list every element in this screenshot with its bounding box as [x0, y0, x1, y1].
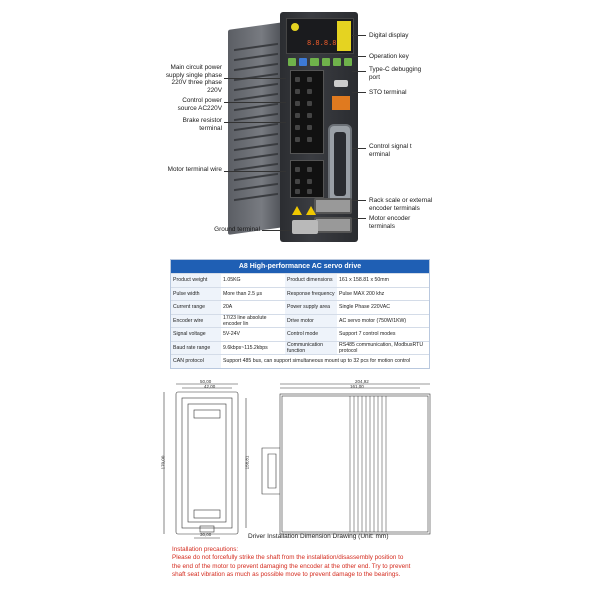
- main-circuit-terminal-block: [290, 70, 324, 154]
- precautions-line: Please do not forcefully strike the shaf…: [172, 554, 404, 562]
- product-photo: 8.8.8.8 Digital display Op: [0, 0, 600, 255]
- display-digits: 8.8.8.8: [307, 39, 337, 47]
- spec-value: Support 485 bus, can support simultaneou…: [223, 358, 411, 365]
- operation-keys: [288, 58, 353, 68]
- dimension-drawings: [163, 383, 431, 539]
- servo-drive-image: 8.8.8.8: [228, 12, 358, 242]
- external-encoder-port: [314, 198, 352, 214]
- installation-precautions: Installation precautions: Please do not …: [172, 546, 432, 580]
- spec-table: A8 High-performance AC servo drive Produ…: [170, 259, 430, 369]
- spec-label: Control mode: [285, 328, 337, 341]
- callout-control-power: Control power source AC220V: [177, 97, 222, 112]
- callout-sto: STO terminal: [369, 89, 407, 96]
- callout-motor-terminal: Motor terminal wire: [167, 166, 222, 173]
- spec-value: 17/23 line absolute encoder lin: [223, 314, 267, 327]
- spec-label: Encoder wire: [171, 314, 221, 327]
- spec-value: More than 2.5 μs: [223, 290, 263, 297]
- spec-row-can: CAN protocol Support 485 bus, can suppor…: [171, 354, 429, 368]
- control-signal-connector: [328, 124, 352, 204]
- spec-label: Baud rate range: [171, 341, 221, 354]
- dim-side-inner: 161,00: [350, 384, 364, 389]
- callout-ground: Ground terminal: [214, 226, 260, 233]
- callout-type-c: Type-C debugging port: [369, 66, 422, 81]
- callout-operation-key: Operation key: [369, 53, 409, 60]
- dim-front-bottom: 30,00: [200, 532, 212, 537]
- spec-value: 20A: [223, 304, 233, 311]
- heatsink-fins: [349, 396, 387, 532]
- hot-surface-icon: [306, 206, 316, 215]
- spec-value: 5V-24V: [223, 331, 241, 338]
- spec-value: 161 x 158.81 x 50mm: [339, 277, 389, 284]
- type-c-port: [334, 80, 348, 87]
- spec-label: Signal voltage: [171, 328, 221, 341]
- dim-front-inner-height: 158,81: [244, 455, 250, 470]
- spec-label: CAN protocol: [171, 355, 221, 368]
- callout-brake-resistor: Brake resistor terminal: [182, 117, 222, 132]
- sto-terminal: [332, 96, 350, 110]
- precautions-line: the end of the motor to prevent damaging…: [172, 562, 411, 570]
- precautions-heading: Installation precautions:: [172, 546, 239, 553]
- front-view-drawing: [163, 383, 247, 539]
- spec-label: Power supply area: [285, 301, 337, 314]
- drawing-caption: Driver Installation Dimension Drawing (U…: [248, 533, 389, 540]
- callout-motor-encoder: Motor encoder terminals: [369, 215, 411, 230]
- spec-title: A8 High-performance AC servo drive: [171, 260, 429, 273]
- spec-label: Product weight: [171, 274, 221, 287]
- spec-value: AC servo motor (750W/1KW): [339, 317, 407, 324]
- spec-label: Response frequency: [285, 287, 337, 300]
- spec-label: Current range: [171, 301, 221, 314]
- dim-side-width: 204,92: [355, 379, 369, 384]
- display-yellow-strip: [337, 21, 351, 51]
- precautions-line: shaft seat vibration as much as possible…: [172, 571, 401, 579]
- brand-logo-icon: [291, 23, 299, 31]
- spec-label: Product dimensions: [285, 274, 337, 287]
- dim-front-width: 50,00: [200, 379, 212, 384]
- spec-value: Single Phase 220VAC: [339, 304, 390, 311]
- spec-value: RS485 communication, ModbusRTU protocol: [339, 341, 424, 354]
- spec-value: 9.6kbps~115.2kbps: [223, 344, 268, 351]
- spec-label: Communication function: [285, 341, 337, 354]
- drive-side-panel: [228, 22, 284, 235]
- spec-value: Pulse MAX 200 khz: [339, 290, 385, 297]
- motor-encoder-port: [314, 217, 352, 233]
- spec-value: 1.05KG: [223, 277, 241, 284]
- dim-front-inner: 42,00: [204, 384, 216, 389]
- warning-icon: [292, 206, 302, 215]
- callout-control-signal: Control signal t erminal: [369, 143, 412, 158]
- spec-label: Pulse width: [171, 287, 221, 300]
- spec-value: Support 7 control modes: [339, 331, 396, 338]
- callout-main-circuit: Main circuit power supply single phase 2…: [165, 64, 222, 94]
- callout-rack-scale: Rack scale or external encoder terminals: [369, 197, 433, 212]
- dim-front-height: 170,00: [160, 455, 166, 470]
- digital-display: 8.8.8.8: [286, 18, 354, 54]
- side-view-drawing: [261, 383, 431, 535]
- callout-digital-display: Digital display: [369, 32, 409, 39]
- motor-terminal-block: [290, 160, 324, 198]
- ground-terminal-icon: [292, 220, 318, 234]
- spec-label: Drive motor: [285, 314, 337, 327]
